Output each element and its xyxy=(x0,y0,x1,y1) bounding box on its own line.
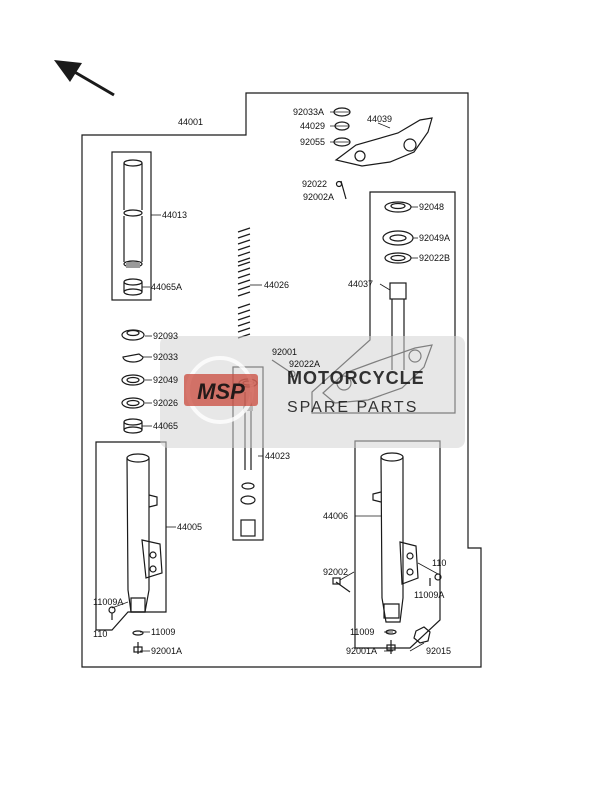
watermark-line2: SPARE PARTS xyxy=(287,399,418,416)
hardware-left xyxy=(108,606,144,654)
box-44013 xyxy=(111,151,152,301)
label-92093: 92093 xyxy=(153,331,178,341)
label-92049A: 92049A xyxy=(419,233,450,243)
label-44005: 44005 xyxy=(177,522,202,532)
label-44001: 44001 xyxy=(178,117,203,127)
label-92015: 92015 xyxy=(426,646,451,656)
label-44029: 44029 xyxy=(300,121,325,131)
label-92026: 92026 xyxy=(153,398,178,408)
label-92022: 92022 xyxy=(302,179,327,189)
label-92033A: 92033A xyxy=(293,107,324,117)
watermark-line1: MOTORCYCLE xyxy=(287,368,425,388)
spring-44026 xyxy=(237,227,251,339)
label-110-right: 110 xyxy=(432,558,446,568)
label-110-left: 110 xyxy=(93,629,107,639)
box-44005 xyxy=(95,441,167,631)
label-92033: 92033 xyxy=(153,352,178,362)
part-labels: 44001 44013 44065A 44026 92093 92033 920… xyxy=(93,107,451,656)
leader-lines xyxy=(111,111,439,652)
assembly-outline xyxy=(81,92,482,668)
label-92001: 92001 xyxy=(272,347,297,357)
label-44023: 44023 xyxy=(265,451,290,461)
arrow-up-left-icon xyxy=(54,60,115,97)
fork-leg-44006 xyxy=(372,452,419,623)
label-92002: 92002 xyxy=(323,567,348,577)
watermark: MSP MOTORCYCLE SPARE PARTS xyxy=(160,336,465,448)
label-92001A-right: 92001A xyxy=(346,646,377,656)
seal-stack-left xyxy=(121,329,145,434)
label-44037: 44037 xyxy=(348,279,373,289)
label-44026: 44026 xyxy=(264,280,289,290)
fork-leg-44005 xyxy=(126,453,163,613)
label-92048: 92048 xyxy=(419,202,444,212)
label-44006: 44006 xyxy=(323,511,348,521)
label-92022B: 92022B xyxy=(419,253,450,263)
box-44006 xyxy=(354,440,441,649)
label-44013: 44013 xyxy=(162,210,187,220)
label-92002A: 92002A xyxy=(303,192,334,202)
fork-tube-44013 xyxy=(123,159,143,268)
watermark-logo-text: MSP xyxy=(197,379,245,404)
label-11009A-right: 11009A xyxy=(414,590,444,600)
label-11009A-left: 11009A xyxy=(93,597,123,607)
bushing-44065A xyxy=(123,278,143,296)
label-44039: 44039 xyxy=(367,114,392,124)
label-11009-left: 11009 xyxy=(151,627,175,637)
label-11009-right: 11009 xyxy=(350,627,374,637)
label-44065: 44065 xyxy=(153,421,178,431)
label-92001A-left: 92001A xyxy=(151,646,182,656)
label-92055: 92055 xyxy=(300,137,325,147)
label-92049: 92049 xyxy=(153,375,178,385)
label-44065A: 44065A xyxy=(151,282,182,292)
watermark-logo-badge xyxy=(184,374,258,406)
hardware-right xyxy=(332,573,442,654)
label-92022A: 92022A xyxy=(289,359,320,369)
